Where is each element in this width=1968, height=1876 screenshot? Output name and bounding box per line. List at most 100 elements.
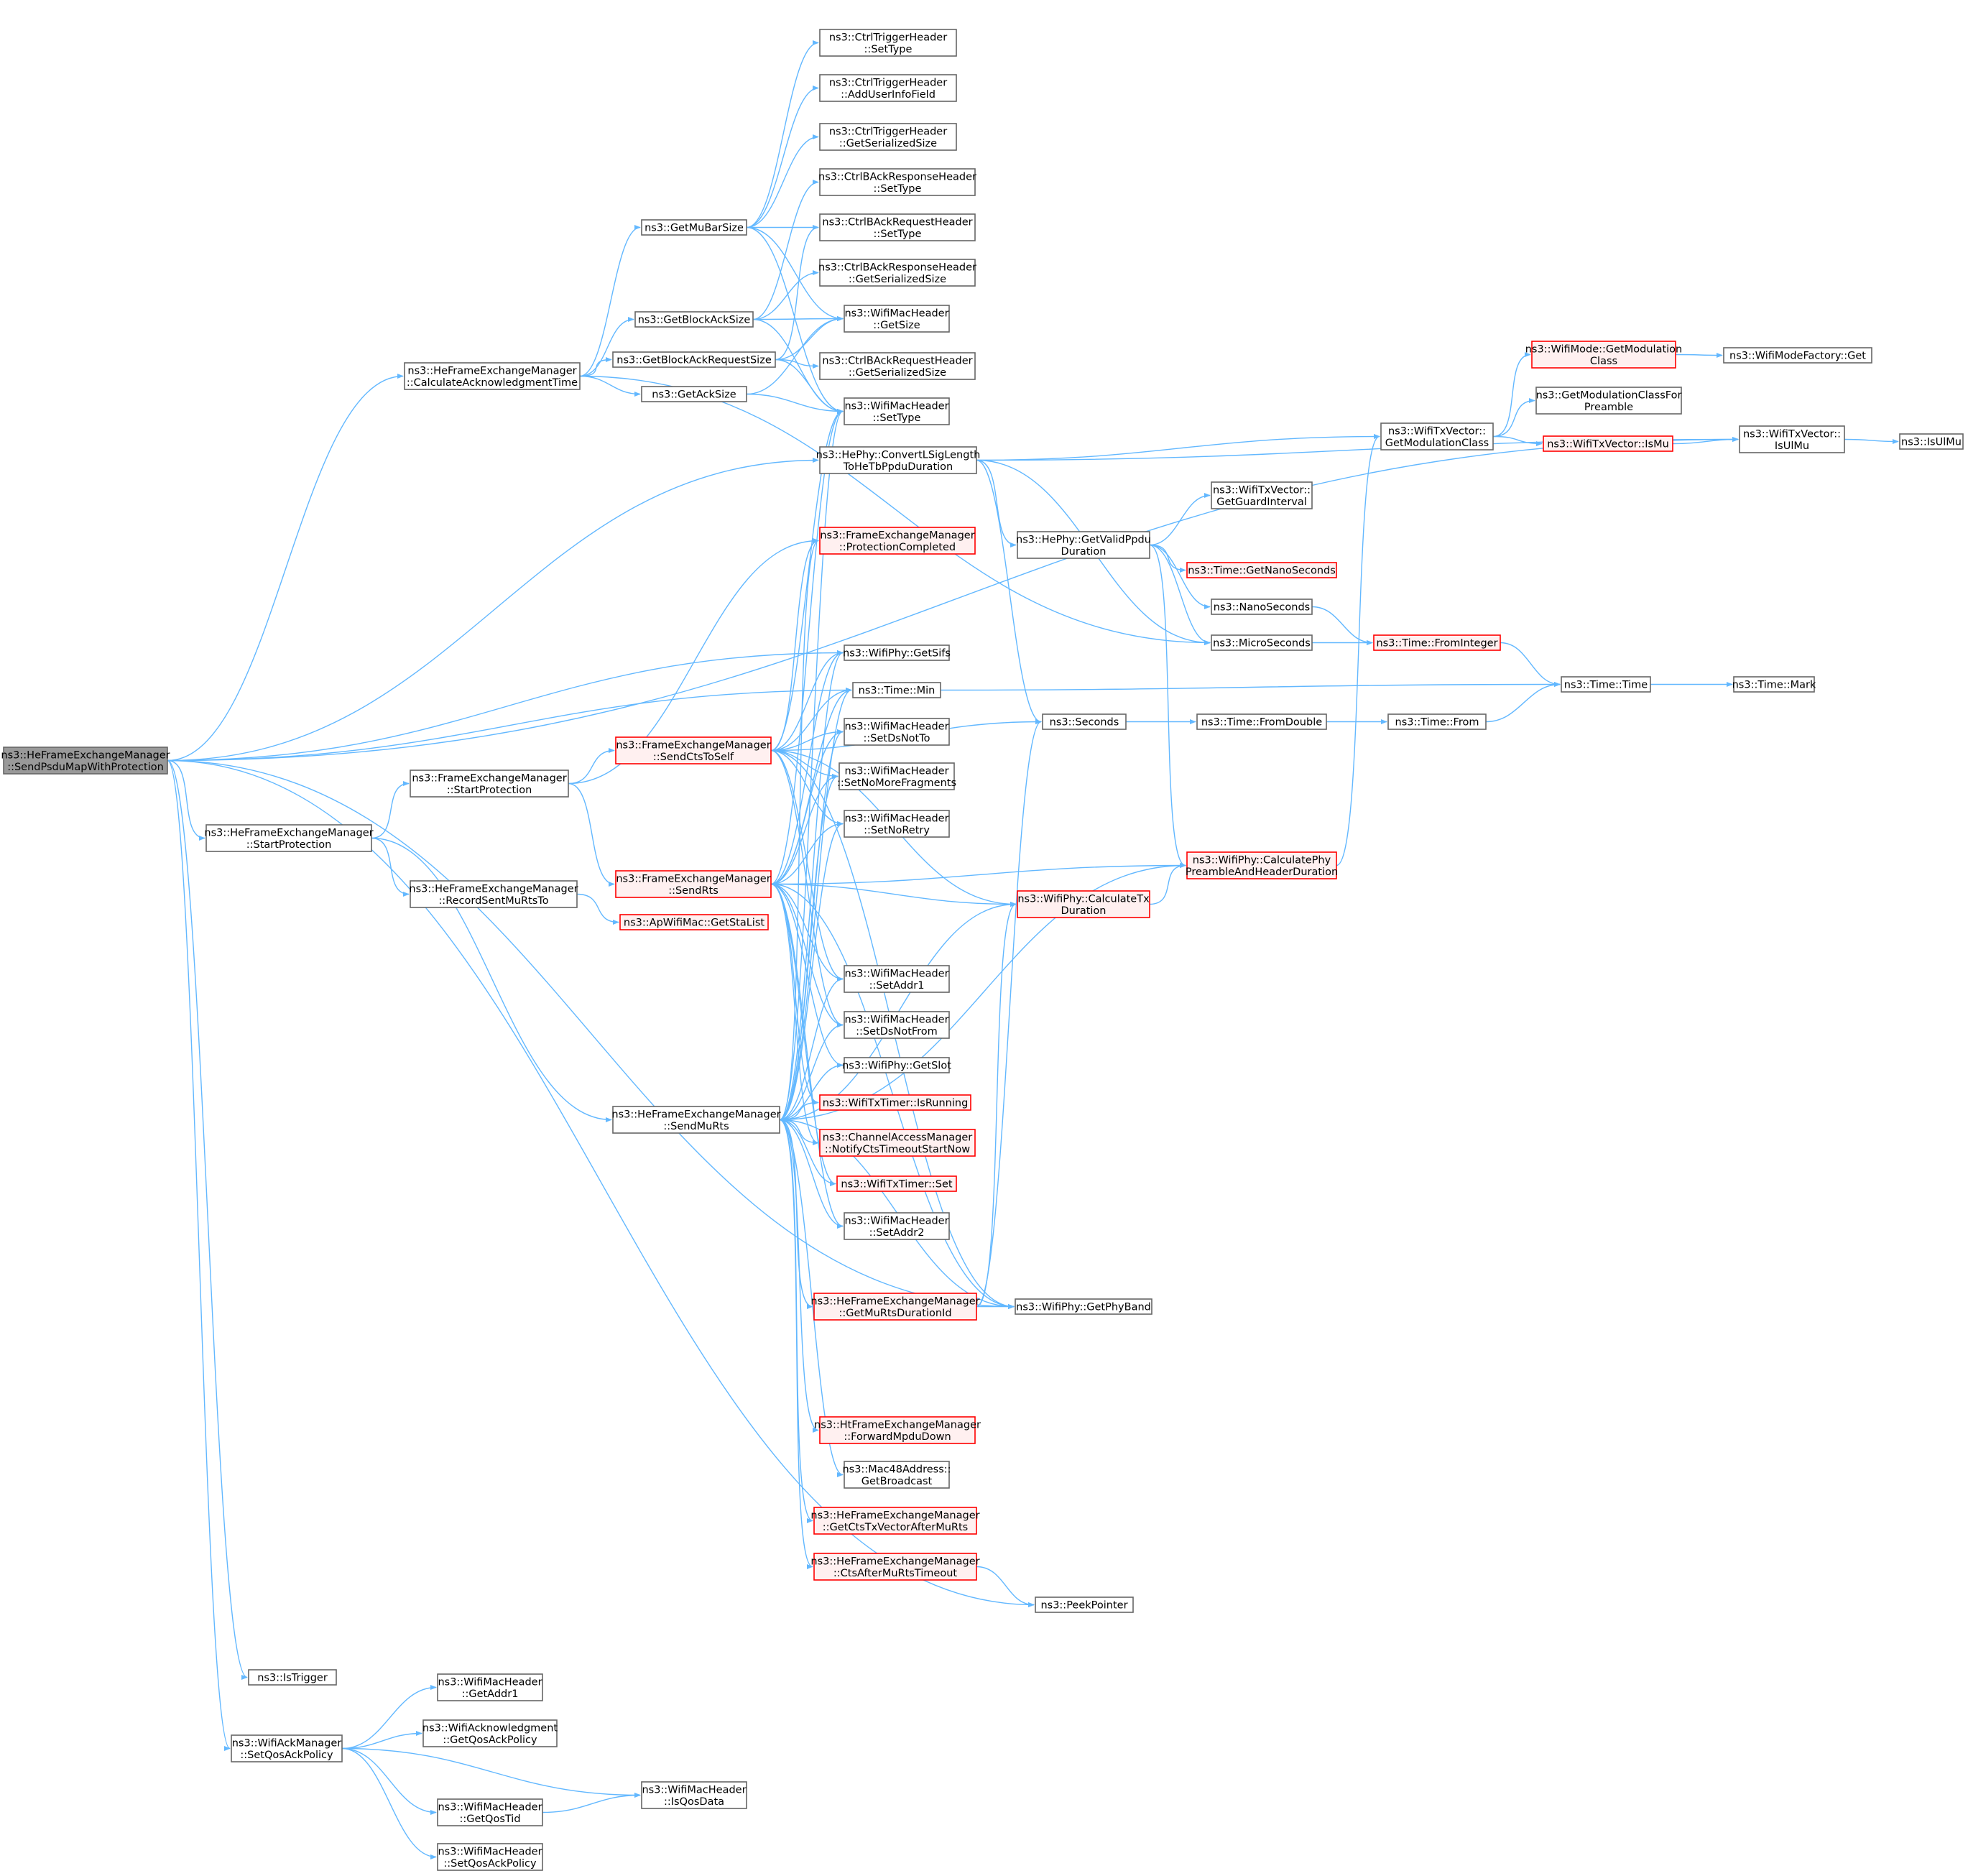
node-setQosAck[interactable]: ns3::WifiAckManager::SetQosAckPolicy <box>231 1734 343 1762</box>
node-setDsNotFrom[interactable]: ns3::WifiMacHeader::SetDsNotFrom <box>844 1011 950 1039</box>
node-getQosTid-label-0: ns3::WifiMacHeader <box>438 1801 542 1813</box>
edge-sendMuRts-to-fwdMpdu <box>779 1119 819 1433</box>
node-getBroadcast[interactable]: ns3::Mac48Address::GetBroadcast <box>842 1461 951 1489</box>
node-notifyCts[interactable]: ns3::ChannelAccessManager::NotifyCtsTime… <box>819 1129 976 1157</box>
node-getGuard[interactable]: ns3::WifiTxVector::GetGuardInterval <box>1211 481 1313 509</box>
node-getModClass[interactable]: ns3::WifiTxVector::GetModulationClass <box>1380 422 1494 450</box>
node-getPhyBand[interactable]: ns3::WifiPhy::GetPhyBand <box>1015 1298 1152 1315</box>
node-fwdMpdu[interactable]: ns3::HtFrameExchangeManager::ForwardMpdu… <box>814 1416 981 1444</box>
node-wmGetModClass[interactable]: ns3::WifiMode::GetModulationClass <box>1525 341 1683 369</box>
node-cbreqSetType-label-1: ::SetType <box>874 228 922 240</box>
node-getStaList[interactable]: ns3::ApWifiMac::GetStaList <box>619 914 769 930</box>
edge-feStartProt-to-sendCts <box>568 747 615 785</box>
node-timeMark[interactable]: ns3::Time::Mark <box>1732 676 1816 693</box>
node-microSeconds[interactable]: ns3::MicroSeconds <box>1211 634 1313 651</box>
node-convertL[interactable]: ns3::HePhy::ConvertLSigLengthToHeTbPpduD… <box>816 446 981 474</box>
edge-getValidPpdu-to-nanoSeconds <box>1149 544 1211 610</box>
node-cbrespGetSer[interactable]: ns3::CtrlBAckResponseHeader::GetSerializ… <box>818 259 976 287</box>
node-setAddr2[interactable]: ns3::WifiMacHeader::SetAddr2 <box>844 1212 950 1240</box>
edge-setQosAck-to-getQosAckPolicy <box>341 1730 422 1750</box>
node-getMuBarSize[interactable]: ns3::GetMuBarSize <box>641 219 747 236</box>
node-getSlot-box <box>844 1057 950 1073</box>
node-timeFrom[interactable]: ns3::Time::From <box>1387 713 1487 730</box>
node-getQosAckPolicy[interactable]: ns3::WifiAcknowledgment::GetQosAckPolicy <box>422 1719 558 1747</box>
node-isTrigger[interactable]: ns3::IsTrigger <box>248 1669 337 1686</box>
node-getBlockAckReqSize[interactable]: ns3::GetBlockAckRequestSize <box>612 351 776 368</box>
edge-sendMuRts-to-getSifs <box>779 650 844 1121</box>
node-cbrespSetType[interactable]: ns3::CtrlBAckResponseHeader::SetType <box>818 168 976 196</box>
node-fwdMpdu-label-1: ::ForwardMpduDown <box>844 1431 951 1443</box>
node-setQosAckPol-label-1: ::SetQosAckPolicy <box>443 1858 537 1870</box>
edge-getModClass-to-getModClassFor <box>1492 397 1535 438</box>
node-getCtsTxVec[interactable]: ns3::HeFrameExchangeManager::GetCtsTxVec… <box>810 1507 980 1535</box>
node-getAckSize[interactable]: ns3::GetAckSize <box>641 386 747 402</box>
node-sendCts[interactable]: ns3::FrameExchangeManager::SendCtsToSelf <box>615 736 772 764</box>
node-nanoSeconds[interactable]: ns3::NanoSeconds <box>1211 599 1313 615</box>
node-sendRts[interactable]: ns3::FrameExchangeManager::SendRts <box>615 870 772 898</box>
node-setAddr1[interactable]: ns3::WifiMacHeader::SetAddr1 <box>844 965 950 993</box>
node-getSlot-label-0: ns3::WifiPhy::GetSlot <box>842 1061 951 1072</box>
node-wmhSetType[interactable]: ns3::WifiMacHeader::SetType <box>844 397 950 425</box>
node-getBlockAckSize[interactable]: ns3::GetBlockAckSize <box>634 311 754 328</box>
node-timeTime[interactable]: ns3::Time::Time <box>1561 676 1651 693</box>
node-fromDouble[interactable]: ns3::Time::FromDouble <box>1196 713 1327 730</box>
edge-sendRts-to-setDsNotFrom <box>770 883 844 1028</box>
node-wmhGetAddr1[interactable]: ns3::WifiMacHeader::GetAddr1 <box>437 1673 543 1701</box>
node-ctsAfterTimeout[interactable]: ns3::HeFrameExchangeManager::CtsAfterMuR… <box>810 1553 980 1581</box>
node-wmfGet[interactable]: ns3::WifiModeFactory::Get <box>1723 347 1872 364</box>
node-getMuRtsDur[interactable]: ns3::HeFrameExchangeManager::GetMuRtsDur… <box>810 1293 980 1321</box>
node-wmhGetAddr1-box <box>437 1673 543 1701</box>
node-ctSetType[interactable]: ns3::CtrlTriggerHeader::SetType <box>819 29 957 57</box>
node-getNano[interactable]: ns3::Time::GetNanoSeconds <box>1186 562 1337 578</box>
edge-getMuBarSize-to-ctAddUser <box>746 85 819 228</box>
node-calcTxDur-label-0: ns3::WifiPhy::CalculateTx <box>1017 893 1150 905</box>
edge-sendMuRts-to-txTimerSet <box>779 1119 836 1187</box>
node-cbreqGetSer[interactable]: ns3::CtrlBAckRequestHeader::GetSerialize… <box>819 352 976 380</box>
node-seconds[interactable]: ns3::Seconds <box>1042 713 1127 730</box>
node-isUlMuTx-label-0: ns3::WifiTxVector:: <box>1743 428 1841 440</box>
edge-calcPhyPre-to-getModClass <box>1336 434 1380 867</box>
node-txTimerSet[interactable]: ns3::WifiTxTimer::Set <box>836 1175 957 1192</box>
node-calcPhyPre[interactable]: ns3::WifiPhy::CalculatePhyPreambleAndHea… <box>1186 851 1338 879</box>
edge-heStartProt-to-sendMuRts <box>371 837 612 1123</box>
node-getAckSize-box <box>641 386 747 402</box>
node-getSlot[interactable]: ns3::WifiPhy::GetSlot <box>842 1057 951 1073</box>
node-recordSent[interactable]: ns3::HeFrameExchangeManager::RecordSentM… <box>409 880 578 908</box>
node-sendMuRts[interactable]: ns3::HeFrameExchangeManager::SendMuRts <box>611 1106 781 1134</box>
node-calcAck[interactable]: ns3::HeFrameExchangeManager::CalculateAc… <box>404 362 581 390</box>
node-ctGetSer[interactable]: ns3::CtrlTriggerHeader::GetSerializedSiz… <box>819 123 957 151</box>
node-heStartProt[interactable]: ns3::HeFrameExchangeManager::StartProtec… <box>204 824 374 852</box>
node-setDsNotTo[interactable]: ns3::WifiMacHeader::SetDsNotTo <box>844 718 950 746</box>
node-getGuard-label-1: GetGuardInterval <box>1216 496 1307 508</box>
node-ctAddUser[interactable]: ns3::CtrlTriggerHeader::AddUserInfoField <box>819 74 957 102</box>
node-root[interactable]: ns3::HeFrameExchangeManager::SendPsduMap… <box>1 747 170 775</box>
node-setNoMoreFrag-box <box>839 762 955 790</box>
node-setQosAckPol[interactable]: ns3::WifiMacHeader::SetQosAckPolicy <box>437 1843 543 1871</box>
node-isQosData-box <box>641 1781 747 1809</box>
edge-calcTxDur-to-calcPhyPre <box>1149 862 1186 905</box>
node-setNoRetry[interactable]: ns3::WifiMacHeader::SetNoRetry <box>844 810 950 838</box>
node-isRunning[interactable]: ns3::WifiTxTimer::IsRunning <box>819 1094 971 1111</box>
node-getSifs[interactable]: ns3::WifiPhy::GetSifs <box>843 644 951 661</box>
edge-sendRts-to-setNoMoreFrag <box>770 773 839 885</box>
node-cbreqSetType[interactable]: ns3::CtrlBAckRequestHeader::SetType <box>819 213 976 241</box>
node-fromInteger[interactable]: ns3::Time::FromInteger <box>1373 634 1501 651</box>
node-getQosTid[interactable]: ns3::WifiMacHeader::GetQosTid <box>437 1798 543 1826</box>
edge-convertL-to-getValidPpdu <box>976 459 1017 548</box>
node-protCompleted-label-0: ns3::FrameExchangeManager <box>820 530 974 541</box>
node-feStartProt[interactable]: ns3::FrameExchangeManager::StartProtecti… <box>410 770 569 798</box>
node-isUlMu[interactable]: ns3::IsUlMu <box>1899 433 1964 450</box>
node-setNoMoreFrag[interactable]: ns3::WifiMacHeader::SetNoMoreFragments <box>837 762 956 790</box>
node-isQosData[interactable]: ns3::WifiMacHeader::IsQosData <box>641 1781 747 1809</box>
node-peekPointer[interactable]: ns3::PeekPointer <box>1035 1597 1134 1613</box>
node-txIsMu[interactable]: ns3::WifiTxVector::IsMu <box>1543 435 1673 452</box>
node-getQosAckPolicy-label-1: ::GetQosAckPolicy <box>443 1734 537 1746</box>
node-sendMuRts-label-1: ::SendMuRts <box>663 1121 729 1132</box>
node-wmhGetSize[interactable]: ns3::WifiMacHeader::GetSize <box>844 305 950 333</box>
node-isUlMuTx[interactable]: ns3::WifiTxVector::IsUlMu <box>1739 425 1845 453</box>
node-protCompleted[interactable]: ns3::FrameExchangeManager::ProtectionCom… <box>819 527 976 555</box>
node-timeMin[interactable]: ns3::Time::Min <box>852 682 941 698</box>
